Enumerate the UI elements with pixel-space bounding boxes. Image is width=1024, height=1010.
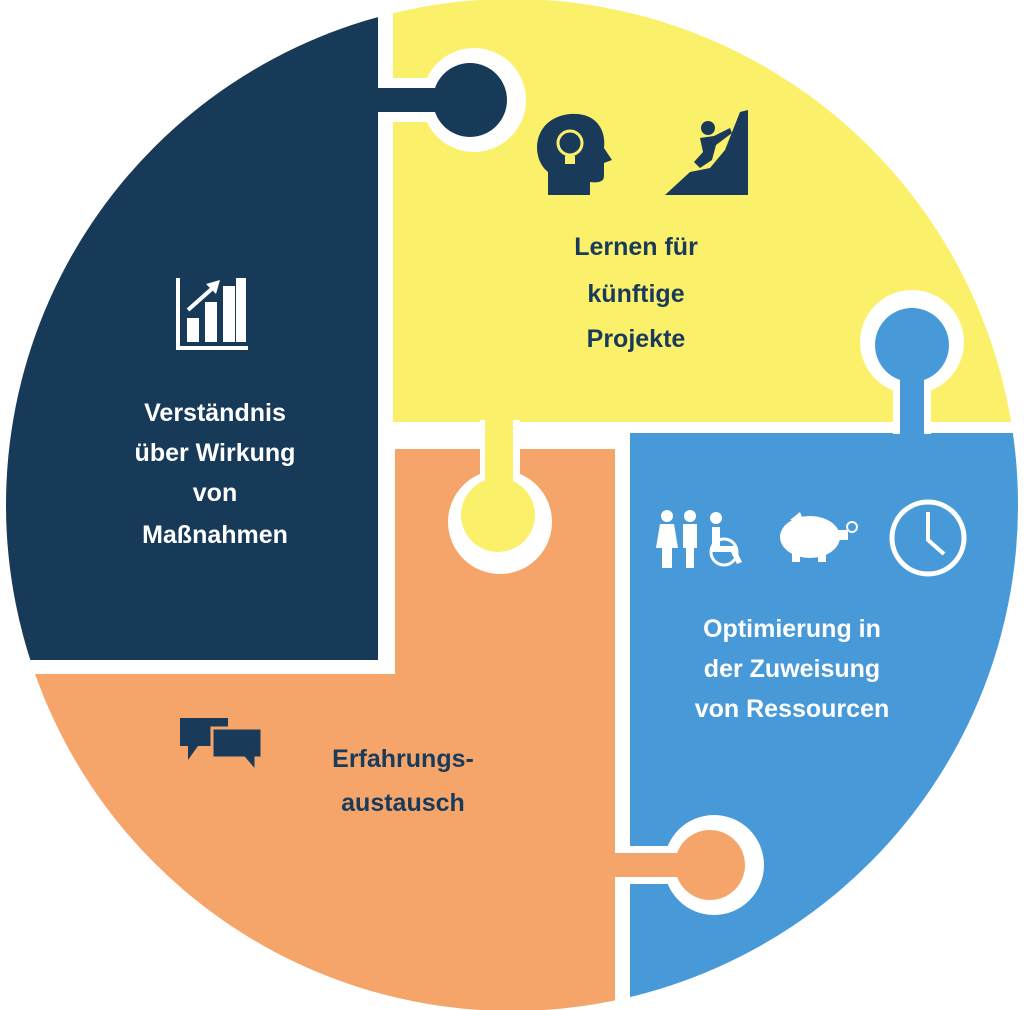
learning-line-1: Lernen für [574,233,698,261]
label-learning: Lernen für künftige Projekte [574,233,698,353]
bar-chart-growth-icon [176,278,248,350]
people-icon [656,510,742,568]
label-impact: Verständnis über Wirkung von Maßnahmen [135,399,296,549]
exchange-line-1: Erfahrungs- [332,745,474,773]
label-exchange: Erfahrungs- austausch [332,745,474,817]
climber-icon [665,110,748,195]
exchange-line-2: austausch [341,789,465,817]
learning-line-2: künftige [587,280,684,308]
knob-resources [860,290,964,437]
impact-line-1: Verständnis [144,399,286,427]
chat-bubbles-icon [180,718,264,777]
impact-line-2: über Wirkung [135,439,296,467]
label-resources: Optimierung in der Zuweisung von Ressour… [695,615,890,723]
knob-impact [370,48,526,152]
resources-line-3: von Ressourcen [695,695,890,723]
impact-line-3: von [193,479,237,507]
clock-icon [889,499,967,577]
piggy-bank-icon [780,512,858,562]
learning-line-3: Projekte [587,325,686,353]
resources-line-2: der Zuweisung [704,655,880,683]
impact-line-4: Maßnahmen [142,521,288,549]
resources-line-1: Optimierung in [703,615,881,643]
head-lightbulb-icon [537,113,612,195]
knob-exchange [610,815,764,915]
knob-learning [448,415,552,574]
